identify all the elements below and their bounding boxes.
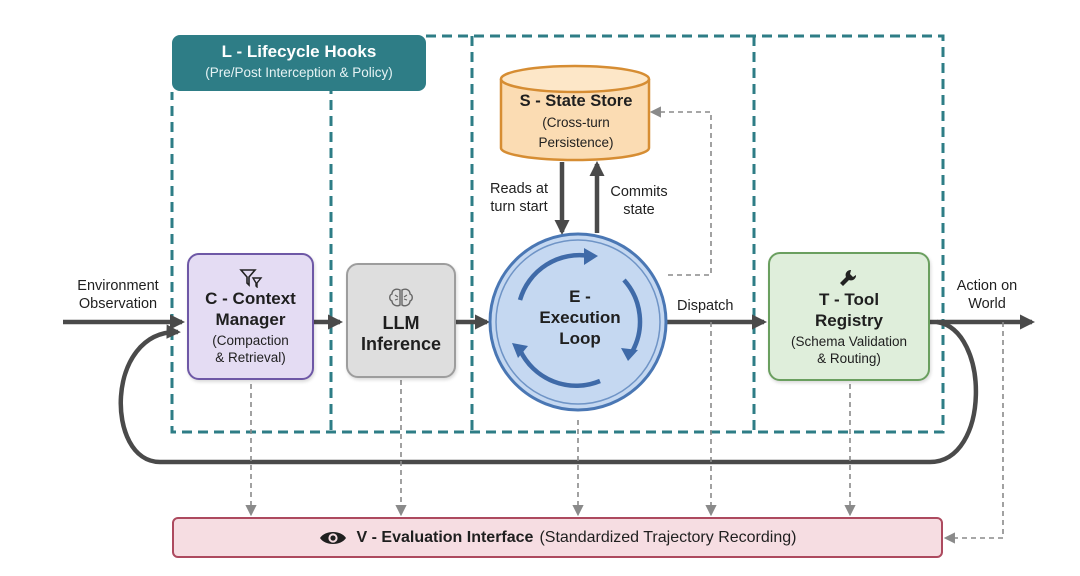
filter-icon [238, 268, 262, 288]
tool-registry-box[interactable]: T - Tool Registry (Schema Validation & R… [768, 252, 930, 381]
cycle-arrowhead-3 [512, 343, 528, 358]
commits-line1: Commits [610, 184, 668, 200]
environment-line2: Observation [78, 296, 158, 312]
evaluation-interface-bar[interactable]: V - Evaluation Interface (Standardized T… [172, 517, 943, 558]
context-manager-sub-line2: & Retrieval) [215, 349, 286, 365]
evaluation-subtitle: (Standardized Trajectory Recording) [539, 528, 797, 546]
lifecycle-hooks-tab: L - Lifecycle Hooks (Pre/Post Intercepti… [172, 35, 426, 91]
execution-title-line2: Execution [539, 308, 621, 327]
state-store-sub-line1: (Cross-turn [542, 115, 610, 130]
tool-registry-title-line1: T - Tool [818, 289, 880, 309]
dispatch-label: Dispatch [677, 298, 734, 314]
execution-title-line1: E - [569, 287, 591, 306]
cycle-arrowhead-1 [584, 248, 598, 265]
llm-title-line2: Inference [360, 333, 442, 354]
state-store-label[interactable]: S - State Store (Cross-turn Persistence) [501, 92, 651, 151]
context-manager-title-line2: Manager [215, 309, 286, 329]
evaluation-title: V - Evaluation Interface [356, 528, 534, 546]
execution-loop-label[interactable]: E - Execution Loop [515, 286, 645, 349]
state-store-cylinder [499, 64, 651, 162]
action-line2: World [968, 296, 1006, 312]
context-manager-box[interactable]: C - Context Manager (Compaction & Retrie… [187, 253, 314, 380]
reads-line1: Reads at [489, 181, 549, 197]
commits-line2: state [623, 202, 655, 218]
wrench-icon [840, 269, 857, 286]
reads-line2: turn start [490, 199, 548, 215]
brain-icon [389, 288, 413, 306]
tool-registry-sub-line1: (Schema Validation [790, 333, 908, 349]
state-store-title: S - State Store [519, 92, 633, 110]
action-on-world-label: Action on World [947, 277, 1027, 313]
execution-title-line3: Loop [559, 329, 601, 348]
environment-line1: Environment [77, 278, 159, 294]
cycle-arrow-1 [517, 252, 591, 301]
lifecycle-hooks-title: L - Lifecycle Hooks [221, 42, 377, 61]
environment-observation-label: Environment Observation [70, 277, 166, 313]
state-sync-dashed-arrow [649, 106, 712, 276]
state-store-sub-line2: Persistence) [538, 135, 614, 150]
eye-icon [319, 531, 346, 544]
tool-registry-sub-line2: & Routing) [817, 350, 881, 366]
cycle-arrow-3 [517, 349, 601, 389]
context-manager-title-line1: C - Context [205, 288, 296, 308]
cycle-arrowhead-2 [621, 348, 638, 361]
feedback-loop-arrow [118, 319, 979, 465]
action-line1: Action on [956, 278, 1018, 294]
tool-registry-title-line2: Registry [814, 310, 884, 330]
llm-inference-box[interactable]: LLM Inference [346, 263, 456, 378]
world-to-eval-arrow [943, 322, 1004, 544]
commits-state-label: Commits state [604, 183, 674, 219]
context-manager-sub-line1: (Compaction [212, 332, 289, 348]
execution-loop-circle [488, 232, 668, 412]
lifecycle-hooks-subtitle: (Pre/Post Interception & Policy) [205, 65, 393, 80]
reads-at-turn-start-label: Reads at turn start [483, 180, 555, 216]
cycle-arrow-2 [622, 278, 643, 354]
llm-title-line1: LLM [382, 312, 420, 333]
